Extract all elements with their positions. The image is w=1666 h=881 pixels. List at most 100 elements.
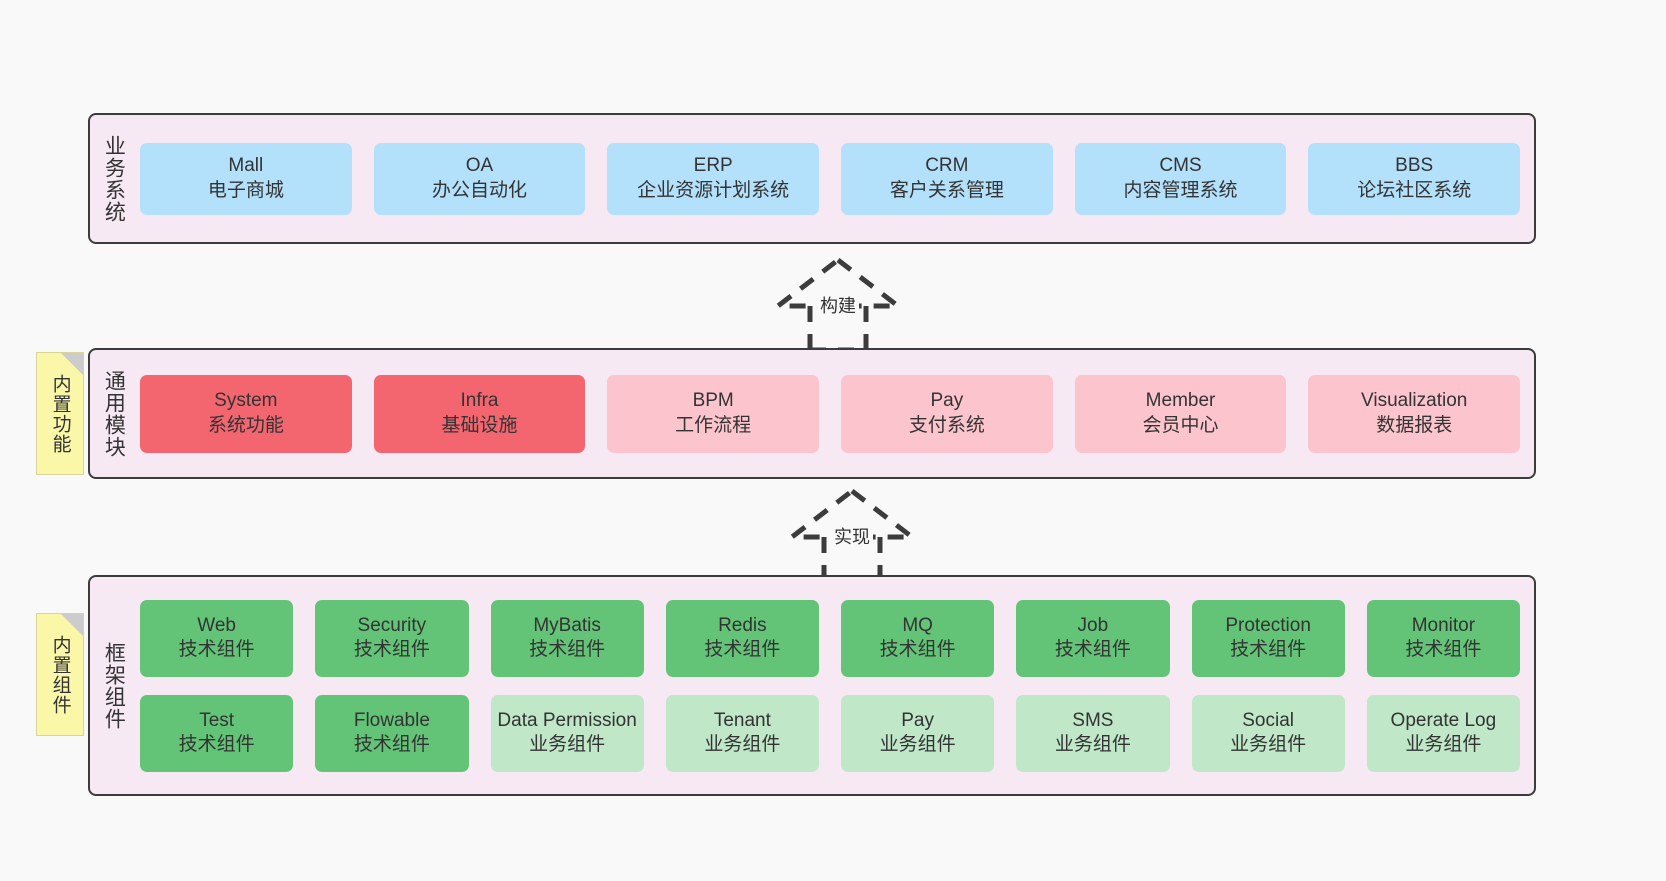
node-subtitle: 办公自动化 bbox=[432, 179, 528, 201]
node-job[interactable]: Job 技术组件 bbox=[1016, 599, 1170, 677]
connector-realize: 实现 bbox=[762, 487, 942, 584]
node-subtitle: 企业资源计划系统 bbox=[637, 179, 790, 201]
node-system[interactable]: System 系统功能 bbox=[140, 374, 352, 453]
node-mq[interactable]: MQ 技术组件 bbox=[841, 599, 995, 677]
node-data-permission[interactable]: Data Permission 业务组件 bbox=[490, 694, 644, 772]
node-infra[interactable]: Infra 基础设施 bbox=[373, 374, 586, 453]
node-title: CMS bbox=[1159, 155, 1202, 177]
node-security[interactable]: Security 技术组件 bbox=[315, 599, 469, 677]
node-pay[interactable]: Pay 支付系统 bbox=[841, 374, 1053, 453]
node-visualization[interactable]: Visualization 数据报表 bbox=[1308, 374, 1521, 453]
note-label: 内置组件 bbox=[49, 634, 71, 715]
connector-label-build: 构建 bbox=[817, 292, 859, 318]
node-title: Pay bbox=[930, 390, 964, 412]
node-tenant[interactable]: Tenant 业务组件 bbox=[665, 694, 819, 772]
node-subtitle: 技术组件 bbox=[353, 734, 430, 755]
note-builtin-function: 内置功能 bbox=[36, 352, 84, 475]
node-protection[interactable]: Protection 技术组件 bbox=[1191, 599, 1345, 677]
node-title: ERP bbox=[693, 155, 733, 177]
node-row: Mall 电子商城 OA 办公自动化 ERP 企业资源计划系统 CRM 客户关系… bbox=[140, 142, 1521, 215]
node-title: Member bbox=[1145, 390, 1216, 412]
node-title: Infra bbox=[460, 390, 499, 412]
node-sms[interactable]: SMS 业务组件 bbox=[1016, 694, 1170, 772]
node-title: System bbox=[214, 390, 278, 412]
node-title: Redis bbox=[718, 614, 767, 636]
node-member[interactable]: Member 会员中心 bbox=[1074, 374, 1287, 453]
note-fold-icon bbox=[61, 353, 83, 375]
node-mybatis[interactable]: MyBatis 技术组件 bbox=[490, 599, 644, 677]
node-subtitle: 内容管理系统 bbox=[1123, 179, 1238, 201]
node-title: BBS bbox=[1395, 155, 1434, 177]
node-pay-component[interactable]: Pay 业务组件 bbox=[841, 694, 995, 772]
node-cms[interactable]: CMS 内容管理系统 bbox=[1074, 142, 1287, 215]
node-subtitle: 技术组件 bbox=[1054, 639, 1131, 660]
node-title: SMS bbox=[1072, 709, 1114, 731]
layer-body-common-module: System 系统功能 Infra 基础设施 BPM 工作流程 Pay 支付系统… bbox=[136, 350, 1534, 477]
node-monitor[interactable]: Monitor 技术组件 bbox=[1366, 599, 1520, 677]
node-bpm[interactable]: BPM 工作流程 bbox=[607, 374, 820, 453]
node-subtitle: 技术组件 bbox=[879, 639, 956, 660]
node-social[interactable]: Social 业务组件 bbox=[1191, 694, 1345, 772]
node-title: Protection bbox=[1225, 614, 1311, 636]
layer-body-business-system: Mall 电子商城 OA 办公自动化 ERP 企业资源计划系统 CRM 客户关系… bbox=[136, 115, 1534, 242]
node-subtitle: 客户关系管理 bbox=[889, 179, 1004, 201]
connector-build: 构建 bbox=[748, 256, 928, 353]
generalization-arrowhead-icon bbox=[784, 487, 920, 540]
node-subtitle: 会员中心 bbox=[1142, 414, 1219, 436]
node-subtitle: 技术组件 bbox=[704, 639, 781, 660]
node-subtitle: 技术组件 bbox=[1230, 639, 1307, 660]
node-crm[interactable]: CRM 客户关系管理 bbox=[841, 142, 1053, 215]
node-subtitle: 基础设施 bbox=[441, 414, 518, 436]
layer-title-framework-component: 框架组件 bbox=[102, 641, 126, 730]
node-row: Web 技术组件 Security 技术组件 MyBatis 技术组件 Redi… bbox=[140, 599, 1520, 677]
node-title: MyBatis bbox=[533, 614, 601, 636]
node-test[interactable]: Test 技术组件 bbox=[140, 694, 294, 772]
node-oa[interactable]: OA 办公自动化 bbox=[373, 142, 586, 215]
node-title: Web bbox=[197, 614, 236, 636]
node-subtitle: 论坛社区系统 bbox=[1357, 179, 1472, 201]
node-subtitle: 数据报表 bbox=[1376, 414, 1453, 436]
node-subtitle: 电子商城 bbox=[207, 179, 284, 201]
node-title: Pay bbox=[901, 709, 934, 731]
node-flowable[interactable]: Flowable 技术组件 bbox=[315, 694, 469, 772]
node-subtitle: 技术组件 bbox=[1405, 639, 1482, 660]
node-title: BPM bbox=[692, 390, 734, 412]
layer-business-system: 业务系统 Mall 电子商城 OA 办公自动化 ERP 企业资源计划系统 CRM… bbox=[88, 113, 1536, 244]
node-subtitle: 业务组件 bbox=[1230, 734, 1307, 755]
node-subtitle: 技术组件 bbox=[353, 639, 430, 660]
node-web[interactable]: Web 技术组件 bbox=[140, 599, 294, 677]
layer-title-business-system: 业务系统 bbox=[102, 134, 126, 223]
node-subtitle: 系统功能 bbox=[207, 414, 284, 436]
layer-title-common-module: 通用模块 bbox=[102, 369, 126, 458]
node-title: CRM bbox=[925, 155, 969, 177]
node-row: Test 技术组件 Flowable 技术组件 Data Permission … bbox=[140, 694, 1520, 772]
node-title: Data Permission bbox=[497, 709, 637, 731]
node-erp[interactable]: ERP 企业资源计划系统 bbox=[607, 142, 820, 215]
node-title: Visualization bbox=[1361, 390, 1468, 412]
note-fold-icon bbox=[61, 614, 83, 636]
node-subtitle: 业务组件 bbox=[704, 734, 781, 755]
node-title: Monitor bbox=[1411, 614, 1476, 636]
note-builtin-component: 内置组件 bbox=[36, 613, 84, 736]
node-subtitle: 工作流程 bbox=[675, 414, 752, 436]
node-title: Test bbox=[199, 709, 235, 731]
node-mall[interactable]: Mall 电子商城 bbox=[140, 142, 352, 215]
node-operate-log[interactable]: Operate Log 业务组件 bbox=[1366, 694, 1520, 772]
node-subtitle: 技术组件 bbox=[178, 639, 255, 660]
layer-body-framework-component: Web 技术组件 Security 技术组件 MyBatis 技术组件 Redi… bbox=[136, 577, 1534, 794]
node-title: Job bbox=[1077, 614, 1109, 636]
node-title: Operate Log bbox=[1390, 709, 1497, 731]
node-subtitle: 技术组件 bbox=[529, 639, 606, 660]
connector-label-realize: 实现 bbox=[831, 523, 873, 549]
node-subtitle: 业务组件 bbox=[879, 734, 956, 755]
generalization-arrowhead-icon bbox=[770, 256, 906, 309]
node-title: OA bbox=[465, 155, 494, 177]
node-title: MQ bbox=[902, 614, 933, 636]
node-subtitle: 业务组件 bbox=[529, 734, 606, 755]
node-row: System 系统功能 Infra 基础设施 BPM 工作流程 Pay 支付系统… bbox=[140, 374, 1521, 453]
node-title: Mall bbox=[228, 155, 264, 177]
node-redis[interactable]: Redis 技术组件 bbox=[665, 599, 819, 677]
node-bbs[interactable]: BBS 论坛社区系统 bbox=[1308, 142, 1521, 215]
node-title: Tenant bbox=[713, 709, 771, 731]
